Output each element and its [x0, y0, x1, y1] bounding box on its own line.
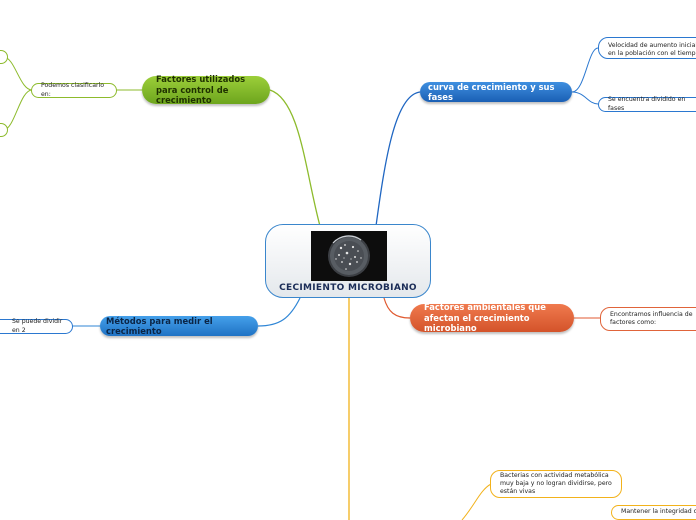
branch-metodos-label: Métodos para medir el crecimiento [106, 315, 213, 337]
connector-metodos [257, 297, 301, 327]
bottom-leaf-2[interactable]: Mantener la integridad celular [611, 505, 696, 520]
central-node[interactable]: CECIMIENTO MICROBIANO [265, 224, 431, 298]
curva-child-2[interactable]: Se encuentra dividido en fases [598, 96, 696, 112]
bottom-leaf-1[interactable]: Bacterias con actividad metabólica muy b… [490, 470, 622, 498]
central-image [311, 231, 387, 281]
connector-control-leaf-top [3, 56, 33, 91]
branch-control[interactable]: Factores utilizados para control de crec… [142, 74, 270, 106]
branch-metodos[interactable]: Métodos para medir el crecimiento [100, 316, 258, 336]
connector-control-leaf-bottom [3, 89, 33, 131]
connector-control [269, 89, 321, 227]
branch-curva[interactable]: curva de crecimiento y sus fases [420, 82, 572, 102]
curva-child-1-label: Velocidad de aumento inicial en la pobla… [608, 42, 696, 58]
branch-ambientales[interactable]: Factores ambientales que afectan el crec… [410, 302, 574, 334]
branch-control-label: Factores utilizados para control de crec… [156, 74, 246, 106]
control-child[interactable]: Podemos clasificarlo en: [31, 82, 117, 98]
control-child-label: Podemos clasificarlo en: [41, 82, 105, 98]
connector-curva-child-1 [571, 47, 599, 93]
central-title: CECIMIENTO MICROBIANO [279, 283, 417, 293]
metodos-child[interactable]: Se puede dividir en 2 [0, 318, 73, 334]
connector-curva [375, 91, 421, 227]
branch-ambientales-label: Factores ambientales que afectan el crec… [424, 302, 546, 334]
bottom-leaf-2-label: Mantener la integridad celular [621, 508, 696, 516]
branch-curva-label: curva de crecimiento y sus fases [428, 81, 555, 103]
connector-ambientales [383, 297, 411, 319]
connector-curva-child-2 [571, 91, 599, 105]
curva-child-2-label: Se encuentra dividido en fases [608, 96, 686, 112]
curva-child-1[interactable]: Velocidad de aumento inicial en la pobla… [598, 37, 696, 59]
ambientales-child-label: Encontramos influencia de factores como: [610, 310, 693, 326]
connector-bottom-leaves [461, 483, 492, 520]
bottom-leaf-1-label: Bacterias con actividad metabólica muy b… [500, 471, 612, 496]
ambientales-child[interactable]: Encontramos influencia de factores como: [600, 307, 696, 331]
metodos-child-label: Se puede dividir en 2 [12, 318, 63, 334]
